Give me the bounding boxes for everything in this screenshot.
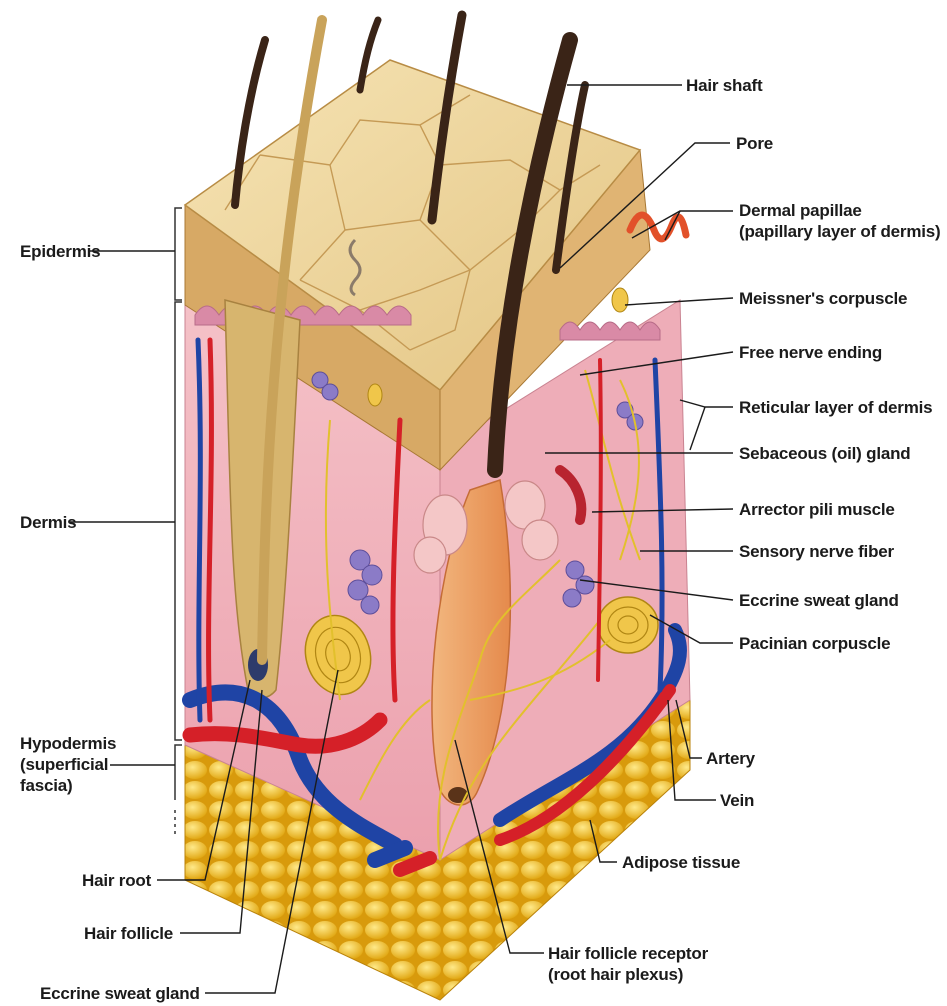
central-hair-bulb (448, 787, 468, 803)
vessel-end-blue (375, 848, 405, 860)
meissners-corpuscle (612, 288, 628, 312)
label-eccrine-sweat-gland-left: Eccrine sweat gland (40, 983, 200, 1004)
label-pacinian-corpuscle: Pacinian corpuscle (739, 633, 890, 654)
label-free-nerve-ending: Free nerve ending (739, 342, 882, 363)
layer-brackets (175, 208, 182, 835)
meissners-corpuscle-2 (368, 384, 382, 406)
label-meissners-corpuscle: Meissner's corpuscle (739, 288, 907, 309)
label-hair-shaft: Hair shaft (686, 75, 762, 96)
label-reticular-layer: Reticular layer of dermis (739, 397, 932, 418)
label-dermis: Dermis (20, 512, 76, 533)
label-epidermis: Epidermis (20, 241, 100, 262)
label-hair-root: Hair root (82, 870, 151, 891)
artery-riser-left (209, 340, 212, 720)
pacinian-corpuscle-right (598, 597, 658, 653)
label-hair-follicle-receptor: Hair follicle receptor (root hair plexus… (548, 943, 708, 985)
label-hypodermis: Hypodermis (superficial fascia) (20, 733, 116, 796)
label-eccrine-sweat-gland-right: Eccrine sweat gland (739, 590, 899, 611)
label-dermal-papillae: Dermal papillae (papillary layer of derm… (739, 200, 941, 242)
label-pore: Pore (736, 133, 773, 154)
label-sebaceous-gland: Sebaceous (oil) gland (739, 443, 911, 464)
label-hair-follicle: Hair follicle (84, 923, 173, 944)
label-adipose-tissue: Adipose tissue (622, 852, 740, 873)
label-arrector-pili: Arrector pili muscle (739, 499, 895, 520)
vein-riser-left (198, 340, 200, 720)
label-artery: Artery (706, 748, 755, 769)
label-sensory-nerve-fiber: Sensory nerve fiber (739, 541, 894, 562)
label-vein: Vein (720, 790, 754, 811)
